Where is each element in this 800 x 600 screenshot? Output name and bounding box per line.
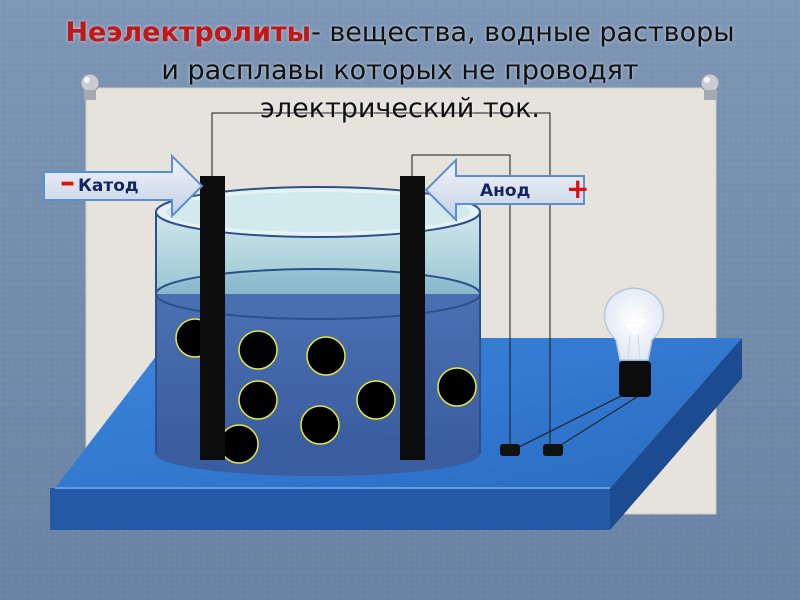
cathode-sign: – bbox=[60, 165, 75, 200]
title-line-2: и расплавы которых не проводят bbox=[161, 55, 639, 86]
circuit-wires bbox=[211, 112, 641, 451]
thumbtack-icon bbox=[700, 73, 720, 100]
cathode-arrow bbox=[43, 153, 204, 219]
title-line-3: электрический ток. bbox=[260, 93, 540, 124]
molecules bbox=[175, 318, 477, 464]
terminal bbox=[500, 444, 520, 456]
title-definition-start: - вещества, водные растворы bbox=[311, 17, 735, 48]
cathode-label: Катод bbox=[78, 176, 139, 196]
molecule bbox=[219, 424, 259, 464]
title-line-1: Неэлектролиты- вещества, водные растворы bbox=[0, 14, 800, 52]
anode-arrow bbox=[424, 157, 585, 223]
anode-electrode bbox=[400, 176, 425, 460]
cathode-electrode bbox=[200, 176, 225, 460]
thumbtack-icon bbox=[80, 73, 100, 100]
term-nonelectrolytes: Неэлектролиты bbox=[65, 17, 312, 48]
molecule bbox=[356, 380, 396, 420]
molecule bbox=[238, 330, 278, 370]
anode-label: Анод bbox=[480, 181, 531, 201]
molecule bbox=[437, 367, 477, 407]
molecule bbox=[238, 380, 278, 420]
anode-sign: + bbox=[566, 172, 590, 205]
molecule bbox=[300, 405, 340, 445]
light-bulb-icon bbox=[603, 287, 665, 397]
molecule bbox=[306, 336, 346, 376]
terminal bbox=[543, 444, 563, 456]
